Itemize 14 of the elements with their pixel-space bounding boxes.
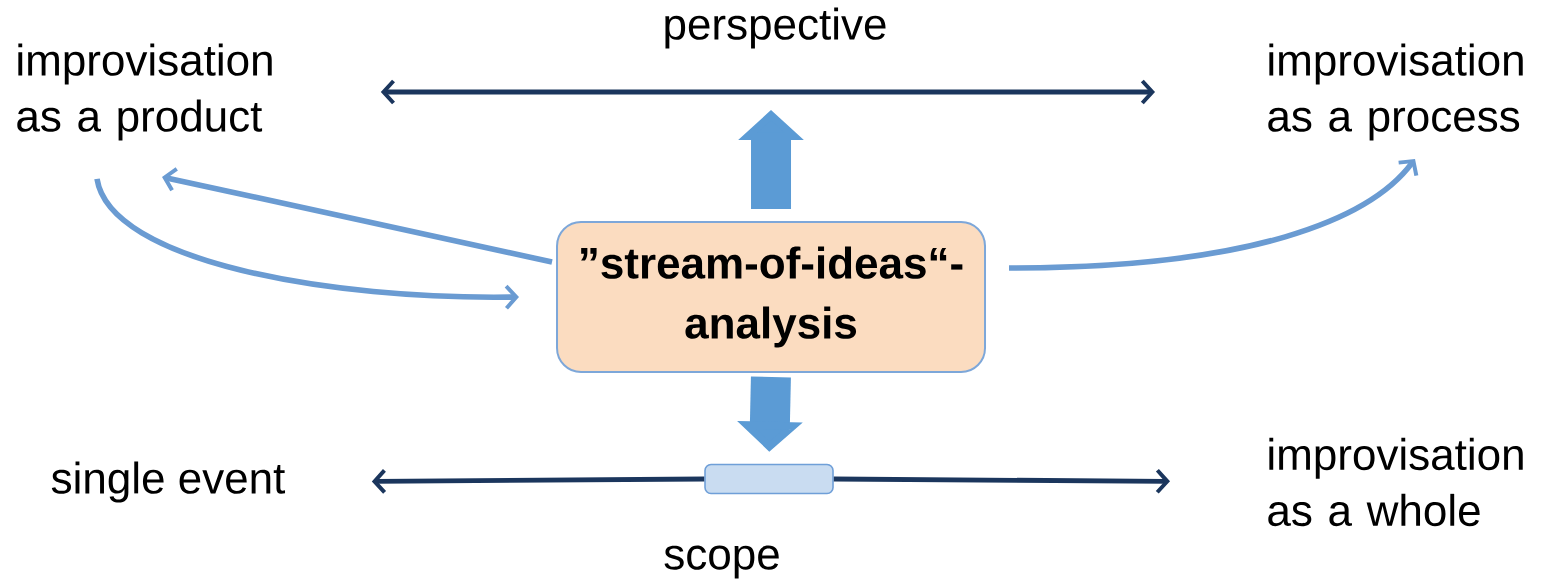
edge-label: perspective bbox=[660, 5, 890, 51]
axis-end-label: improvisation as a product bbox=[17, 43, 272, 141]
scope-slider bbox=[704, 463, 834, 495]
axis-end-label: improvisation as a whole bbox=[1268, 437, 1523, 527]
arrow bbox=[94, 177, 519, 310]
arrow bbox=[162, 167, 553, 265]
arrow bbox=[371, 468, 705, 494]
analysis-box: ”stream-of-ideas“- analysis bbox=[556, 221, 986, 373]
axis-end-label: single event bbox=[51, 461, 285, 503]
arrow bbox=[380, 79, 1155, 105]
arrow bbox=[1008, 158, 1419, 271]
arrow bbox=[833, 468, 1171, 494]
axis-end-label: improvisation as a process bbox=[1268, 43, 1523, 141]
axis-label: scope bbox=[664, 545, 779, 579]
